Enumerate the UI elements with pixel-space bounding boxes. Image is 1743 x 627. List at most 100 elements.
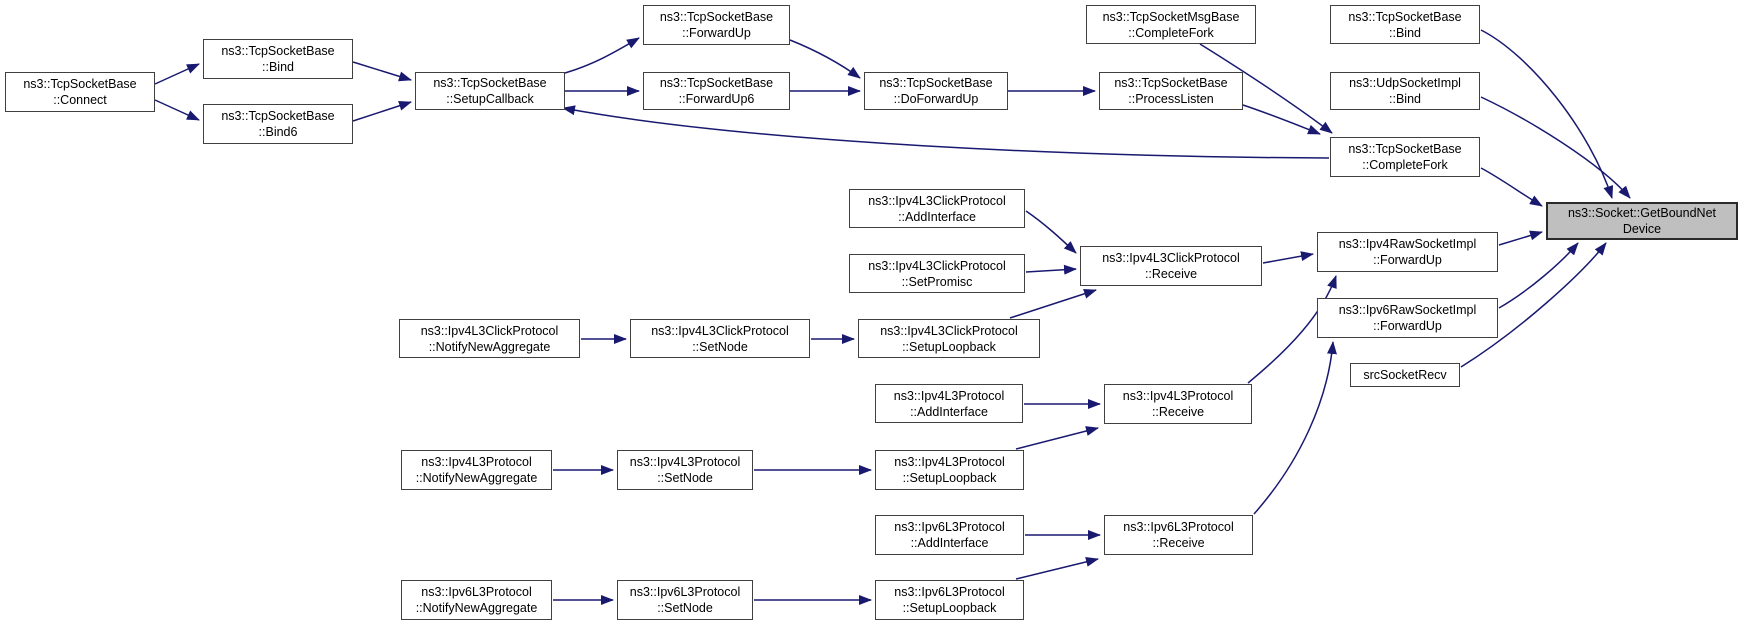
node-ipv4-setuploopback[interactable]: ns3::Ipv4L3Protocol::SetupLoopback bbox=[875, 450, 1024, 490]
node-label-line: ::AddInterface bbox=[898, 209, 976, 224]
node-label-line: ::SetNode bbox=[657, 471, 713, 485]
node-ipv6-notifynewaggregate[interactable]: ns3::Ipv6L3Protocol::NotifyNewAggregate bbox=[401, 580, 552, 620]
node-tcp-connect[interactable]: ns3::TcpSocketBase::Connect bbox=[5, 72, 155, 112]
node-label-line: ::DoForwardUp bbox=[893, 92, 979, 106]
node-ipv6raw-forwardup[interactable]: ns3::Ipv6RawSocketImpl::ForwardUp bbox=[1317, 298, 1498, 338]
node-ipv4raw-forwardup[interactable]: ns3::Ipv4RawSocketImpl::ForwardUp bbox=[1317, 232, 1498, 272]
node-ipv4-notifynewaggregate[interactable]: ns3::Ipv4L3Protocol::NotifyNewAggregate bbox=[401, 450, 552, 490]
node-label-line: ns3::Ipv6L3Protocol bbox=[894, 585, 1005, 599]
node-tcp-bind-top[interactable]: ns3::TcpSocketBase::Bind bbox=[1330, 5, 1480, 44]
edge-tcp-connect-to-tcp-bind6 bbox=[154, 99, 200, 121]
node-ipv4-addinterface[interactable]: ns3::Ipv4L3Protocol::AddInterface bbox=[875, 384, 1023, 423]
node-label-line: ::SetupLoopback bbox=[902, 601, 997, 615]
node-click-addinterface[interactable]: ns3::Ipv4L3ClickProtocol::AddInterface bbox=[849, 189, 1025, 228]
node-ipv4-setnode[interactable]: ns3::Ipv4L3Protocol::SetNode bbox=[617, 450, 753, 490]
edge-click-addinterface-to-click-receive bbox=[1025, 210, 1077, 254]
node-udp-bind[interactable]: ns3::UdpSocketImpl::Bind bbox=[1330, 72, 1480, 110]
node-label-line: ::SetupCallback bbox=[446, 92, 534, 106]
node-tcp-forwardup6[interactable]: ns3::TcpSocketBase::ForwardUp6 bbox=[643, 72, 790, 110]
node-label-line: srcSocketRecv bbox=[1363, 368, 1447, 382]
node-label-line: ns3::Ipv4L3Protocol bbox=[894, 455, 1005, 469]
node-click-notifynewaggregate[interactable]: ns3::Ipv4L3ClickProtocol::NotifyNewAggre… bbox=[399, 319, 580, 358]
node-tcp-setupcallback[interactable]: ns3::TcpSocketBase::SetupCallback bbox=[415, 72, 565, 110]
node-ipv4-receive[interactable]: ns3::Ipv4L3Protocol::Receive bbox=[1104, 384, 1252, 424]
node-label-line: ::Receive bbox=[1152, 536, 1205, 550]
node-tcp-forwardup[interactable]: ns3::TcpSocketBase::ForwardUp bbox=[643, 5, 790, 45]
edge-ipv4-receive-to-ipv4raw-forwardup bbox=[1247, 275, 1337, 384]
node-label-line: ::AddInterface bbox=[910, 404, 988, 419]
edge-tcp-completefork-to-socket-getboundnetdevice bbox=[1480, 167, 1543, 207]
node-click-setpromisc[interactable]: ns3::Ipv4L3ClickProtocol::SetPromisc bbox=[849, 254, 1025, 293]
node-tcp-bind[interactable]: ns3::TcpSocketBase::Bind bbox=[203, 39, 353, 79]
node-label-line: ns3::Ipv4L3Protocol bbox=[893, 388, 1005, 403]
node-label-line: ::NotifyNewAggregate bbox=[415, 601, 538, 615]
edge-tcp-completefork-to-tcp-setupcallback bbox=[562, 105, 1330, 159]
node-label-line: ns3::Ipv4RawSocketImpl bbox=[1338, 237, 1477, 251]
node-label-line: ns3::Ipv6L3Protocol bbox=[1123, 520, 1234, 534]
node-label-line: ns3::Ipv4L3ClickProtocol bbox=[651, 323, 789, 338]
node-ipv6-setnode[interactable]: ns3::Ipv6L3Protocol::SetNode bbox=[617, 580, 753, 620]
node-label-line: ns3::Ipv6RawSocketImpl bbox=[1338, 303, 1477, 317]
node-click-setnode[interactable]: ns3::Ipv4L3ClickProtocol::SetNode bbox=[630, 319, 810, 358]
node-label-line: ::NotifyNewAggregate bbox=[415, 471, 538, 485]
node-label-line: ::NotifyNewAggregate bbox=[428, 339, 551, 354]
node-label-line: ::SetPromisc bbox=[901, 274, 973, 289]
node-label-line: ::ProcessListen bbox=[1128, 92, 1214, 106]
node-label-line: ns3::Ipv4L3ClickProtocol bbox=[868, 258, 1006, 273]
edge-click-receive-to-ipv4raw-forwardup bbox=[1262, 251, 1314, 264]
node-label-line: ns3::Ipv4L3ClickProtocol bbox=[1102, 251, 1240, 265]
node-tcp-doforwardup[interactable]: ns3::TcpSocketBase::DoForwardUp bbox=[864, 72, 1008, 110]
node-click-setuploopback[interactable]: ns3::Ipv4L3ClickProtocol::SetupLoopback bbox=[858, 319, 1040, 358]
node-tcp-bind6[interactable]: ns3::TcpSocketBase::Bind6 bbox=[203, 104, 353, 144]
node-ipv6-setuploopback[interactable]: ns3::Ipv6L3Protocol::SetupLoopback bbox=[875, 580, 1024, 620]
edge-ipv4-setuploopback-to-ipv4-receive bbox=[1015, 426, 1099, 450]
node-tcpmsg-completefork[interactable]: ns3::TcpSocketMsgBase::CompleteFork bbox=[1086, 5, 1256, 44]
node-tcp-processlisten[interactable]: ns3::TcpSocketBase::ProcessListen bbox=[1099, 72, 1243, 110]
node-label-line: ::ForwardUp6 bbox=[678, 92, 755, 106]
node-label-line: ns3::Socket::GetBoundNet bbox=[1567, 206, 1716, 220]
edge-tcpmsg-completefork-to-tcp-completefork bbox=[1199, 43, 1333, 134]
node-srcsocketrecv[interactable]: srcSocketRecv bbox=[1350, 363, 1460, 387]
node-click-receive[interactable]: ns3::Ipv4L3ClickProtocol::Receive bbox=[1080, 246, 1262, 286]
node-label-line: ::CompleteFork bbox=[1128, 25, 1214, 40]
edge-click-setuploopback-to-click-receive bbox=[1009, 288, 1097, 319]
edge-ipv6raw-forwardup-to-socket-getboundnetdevice bbox=[1498, 242, 1579, 309]
edge-tcp-bind6-to-tcp-setupcallback bbox=[352, 100, 412, 122]
node-label-line: ns3::TcpSocketMsgBase bbox=[1102, 9, 1240, 24]
edge-tcp-processlisten-to-tcp-completefork bbox=[1242, 104, 1321, 135]
node-label-line: ns3::TcpSocketBase bbox=[879, 76, 993, 90]
node-label-line: ::Connect bbox=[53, 93, 107, 107]
node-label-line: ::SetNode bbox=[692, 339, 748, 354]
node-label-line: Device bbox=[1622, 222, 1662, 236]
node-label-line: ::Receive bbox=[1151, 405, 1205, 419]
node-label-line: ns3::Ipv4L3ClickProtocol bbox=[420, 323, 559, 338]
node-label-line: ::SetupLoopback bbox=[902, 339, 996, 354]
edge-tcp-bind-to-tcp-setupcallback bbox=[352, 61, 412, 82]
edge-tcp-setupcallback-to-tcp-forwardup bbox=[564, 37, 640, 74]
node-label-line: ns3::TcpSocketBase bbox=[221, 44, 335, 58]
node-label-line: ns3::Ipv6L3Protocol bbox=[894, 520, 1005, 534]
edge-tcp-connect-to-tcp-bind bbox=[154, 63, 200, 85]
node-label-line: ::Bind6 bbox=[258, 125, 298, 139]
node-label-line: ::CompleteFork bbox=[1362, 158, 1448, 172]
node-ipv6-receive[interactable]: ns3::Ipv6L3Protocol::Receive bbox=[1104, 515, 1253, 555]
node-label-line: ::Receive bbox=[1144, 267, 1198, 281]
node-label-line: ::ForwardUp bbox=[682, 26, 751, 40]
node-label-line: ns3::Ipv4L3Protocol bbox=[629, 455, 741, 469]
node-ipv6-addinterface[interactable]: ns3::Ipv6L3Protocol::AddInterface bbox=[875, 515, 1024, 555]
edge-ipv6-setuploopback-to-ipv6-receive bbox=[1015, 556, 1099, 580]
node-label-line: ns3::TcpSocketBase bbox=[659, 76, 774, 90]
node-tcp-completefork[interactable]: ns3::TcpSocketBase::CompleteFork bbox=[1330, 137, 1480, 177]
node-label-line: ns3::Ipv4L3ClickProtocol bbox=[868, 193, 1006, 208]
node-label-line: ns3::Ipv6L3Protocol bbox=[629, 585, 741, 599]
node-label-line: ns3::TcpSocketBase bbox=[433, 76, 547, 90]
node-label-line: ns3::Ipv6L3Protocol bbox=[421, 585, 532, 599]
node-label-line: ns3::TcpSocketBase bbox=[1114, 76, 1228, 90]
node-label-line: ::ForwardUp bbox=[1373, 253, 1442, 267]
node-label-line: ::ForwardUp bbox=[1373, 319, 1442, 333]
node-label-line: ::SetNode bbox=[657, 601, 713, 615]
edge-click-setpromisc-to-click-receive bbox=[1025, 264, 1077, 275]
